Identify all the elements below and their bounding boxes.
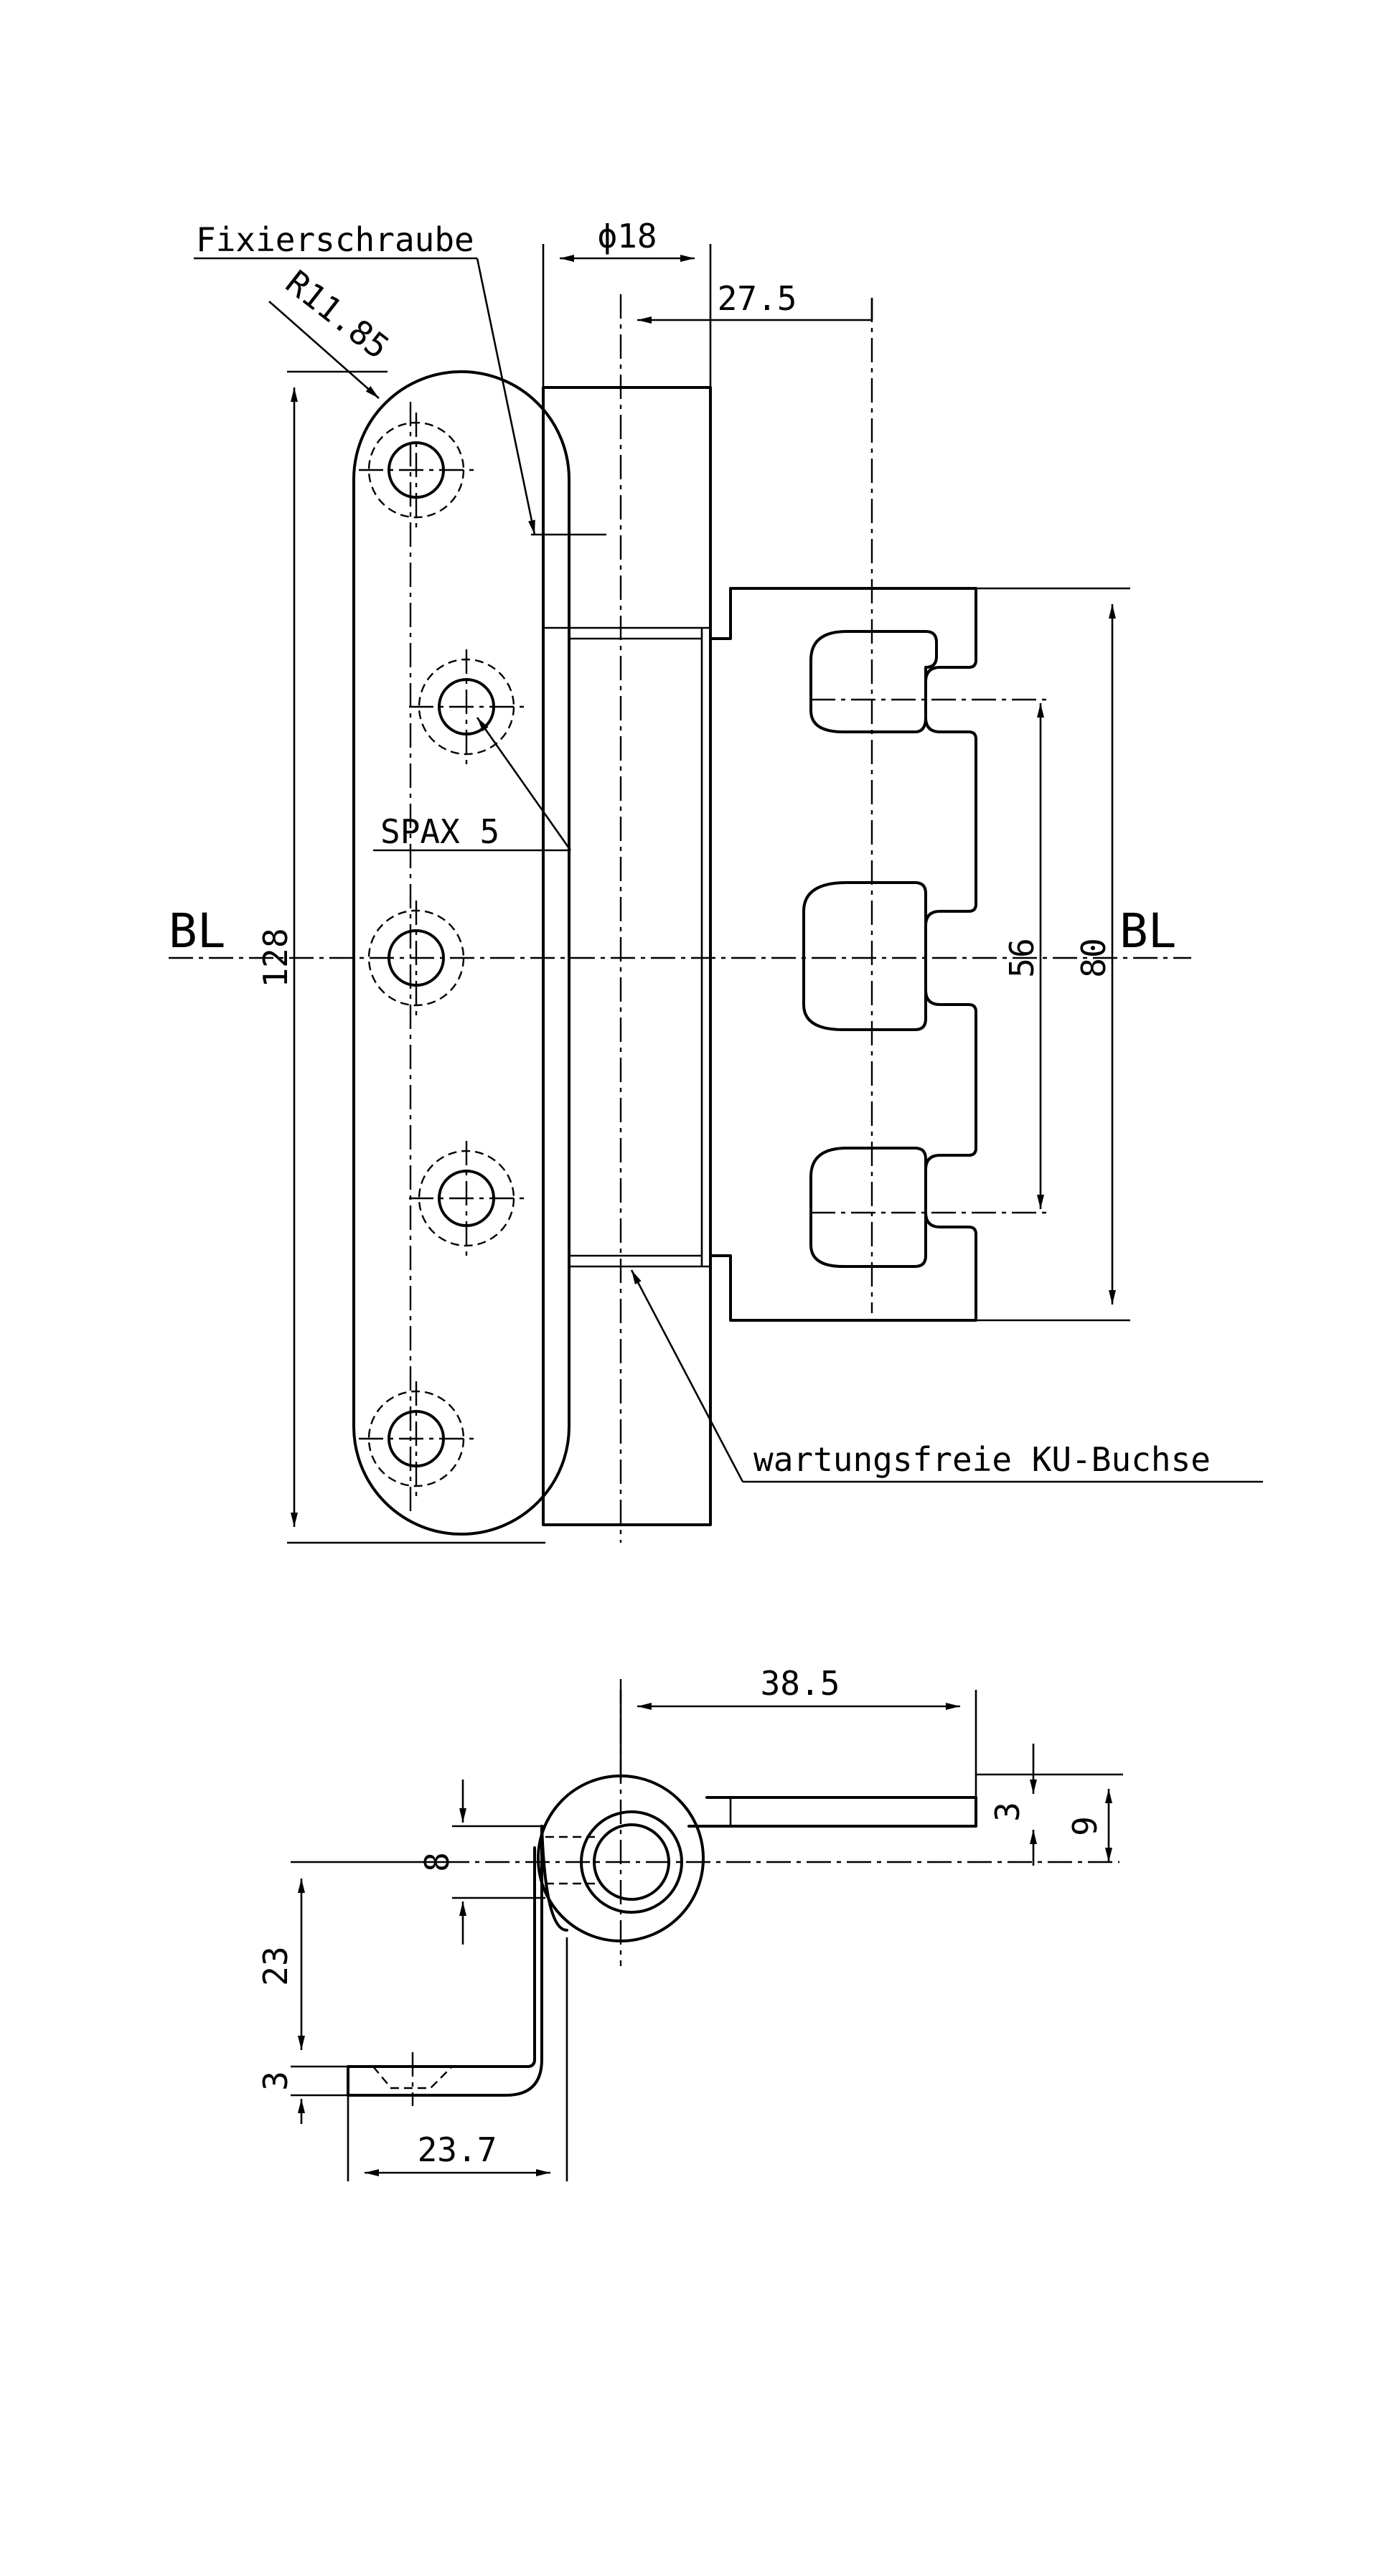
dim-diameter-label: ϕ18 (597, 217, 657, 255)
frame-slot-middle (802, 881, 927, 1031)
frame-leaf (709, 587, 977, 1322)
dim-3-right-label: 3 (988, 1802, 1027, 1822)
dim-9-label: 9 (1066, 1816, 1104, 1836)
spax-label: SPAX 5 (380, 812, 499, 851)
fixierschraube-label: Fixierschraube (196, 220, 474, 259)
front-view: BL BL 128 56 80 ϕ18 27.5 Fixierschraube … (169, 217, 1263, 1544)
screw-hole-1 (359, 413, 474, 527)
top-view: 38.5 3 9 8 23 3 23.7 (256, 1664, 1123, 2181)
dim-3-left-label: 3 (256, 2071, 295, 2091)
frame-slot-bottom (809, 1147, 927, 1268)
screw-hole-4 (409, 1141, 524, 1256)
bushing-label: wartungsfreie KU-Buchse (753, 1440, 1211, 1479)
dim-128-label: 128 (256, 928, 295, 987)
frame-slot-top (809, 630, 938, 733)
dim-23-label: 23 (256, 1946, 295, 1985)
radius-label: R11.85 (278, 263, 396, 367)
radius-leader (268, 301, 380, 399)
dim-23-7-label: 23.7 (418, 2130, 497, 2169)
hinge-barrel (542, 386, 712, 1526)
screw-hole-5 (359, 1381, 474, 1496)
bushing-leader (630, 1269, 744, 1482)
dim-27-5-label: 27.5 (718, 279, 797, 318)
spax-leader (476, 717, 572, 851)
bl-right-label: BL (1119, 903, 1176, 959)
bl-left-label: BL (169, 903, 225, 959)
door-leaf-top-view (347, 1825, 543, 2097)
screw-hole-2 (409, 649, 524, 764)
dim-38-5-label: 38.5 (761, 1664, 840, 1703)
dim-56-label: 56 (1002, 938, 1041, 977)
fixierschraube-leader (476, 258, 536, 535)
hinge-leaf-plate (352, 370, 570, 1536)
dim-80-label: 80 (1074, 938, 1113, 977)
frame-leaf-top-view (687, 1796, 977, 1828)
